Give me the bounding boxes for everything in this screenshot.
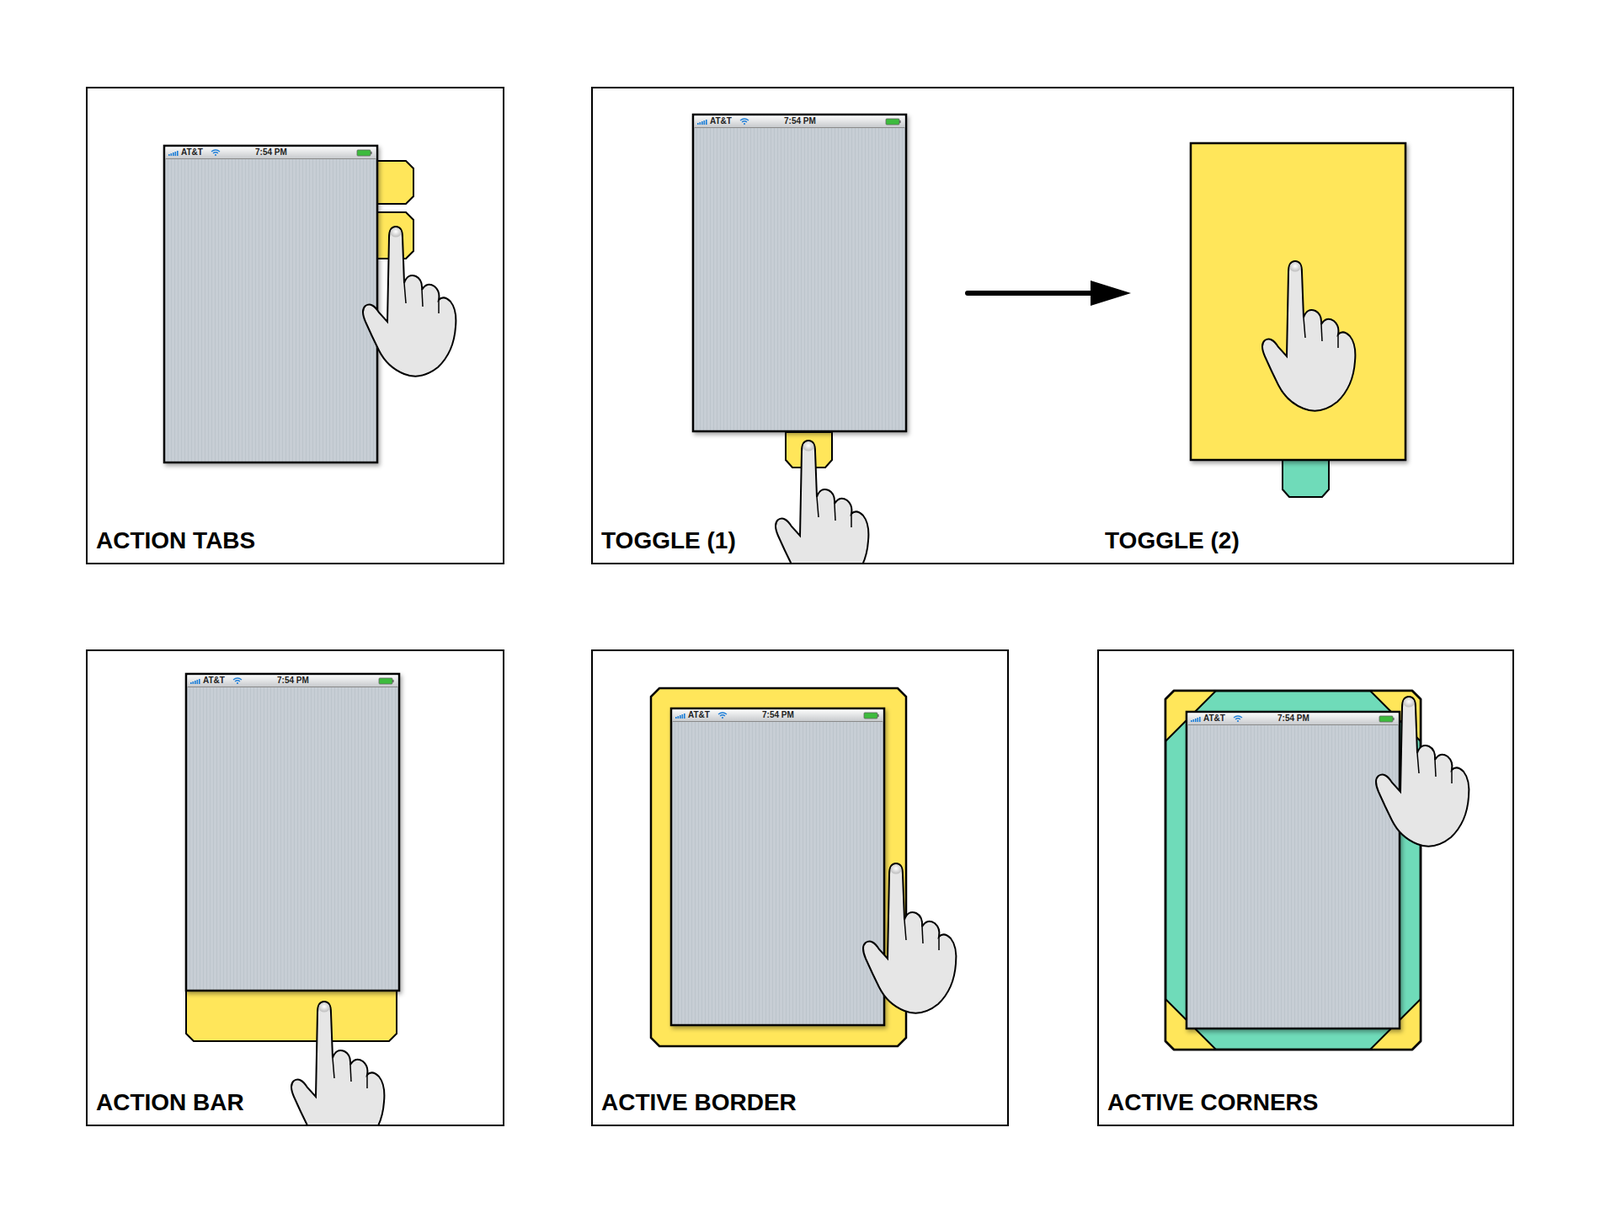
- action-tabs-art: [164, 145, 456, 463]
- svg-use: [362, 226, 456, 377]
- svg-polygon: [1165, 690, 1421, 1050]
- phone-screen: AT&T 7:54 PM: [164, 145, 378, 463]
- svg-use: [1376, 696, 1469, 847]
- active-corners-art: [1165, 690, 1469, 1050]
- action-bar-art: [186, 673, 400, 1126]
- svg-polygon: [1090, 280, 1131, 306]
- panel-frame: ACTIVE BORDER AT&T 7:54 PM: [591, 649, 1009, 1126]
- panel-label: ACTIVE BORDER: [601, 1088, 797, 1116]
- panel-frame: ACTION BAR AT&T 7:54 PM: [85, 649, 505, 1126]
- panel-label: TOGGLE (1): [601, 527, 736, 555]
- carrier-text: AT&T: [1203, 712, 1226, 725]
- panel-label: ACTIVE CORNERS: [1107, 1088, 1318, 1116]
- clock-text: 7:54 PM: [762, 709, 795, 721]
- svg-use: [1262, 261, 1355, 411]
- svg-use: [775, 440, 869, 565]
- panel-label: ACTION TABS: [96, 527, 256, 555]
- panel-frame: ACTIVE CORNERS AT&T 7:54 PM: [1097, 649, 1515, 1126]
- active-border-art: [650, 688, 956, 1046]
- svg-use: [164, 145, 378, 463]
- panel-label: TOGGLE (2): [1104, 527, 1240, 555]
- clock-text: 7:54 PM: [784, 115, 816, 128]
- svg-use: [1186, 711, 1400, 1029]
- clock-text: 7:54 PM: [255, 146, 288, 159]
- panel-frame: ACTION TABS AT&T 7:54 PM: [85, 86, 505, 565]
- clock-text: 7:54 PM: [277, 674, 310, 687]
- svg-polygon: [186, 989, 397, 1041]
- svg-use: [863, 863, 956, 1014]
- svg-polygon: [377, 160, 414, 204]
- clock-text: 7:54 PM: [1277, 712, 1310, 725]
- svg-polygon: [1282, 459, 1329, 497]
- svg-polygon: [650, 688, 907, 1046]
- phone-screen: AT&T 7:54 PM: [693, 114, 907, 432]
- phone-screen: AT&T 7:54 PM: [671, 708, 885, 1025]
- svg-use: [693, 114, 907, 432]
- toggle-art: [693, 114, 1406, 565]
- carrier-text: AT&T: [688, 709, 710, 721]
- svg-use: [186, 673, 400, 991]
- carrier-text: AT&T: [181, 146, 203, 159]
- phone-screen: AT&T 7:54 PM: [186, 673, 400, 991]
- panel-label: ACTION BAR: [96, 1088, 245, 1116]
- svg-rect: [1190, 143, 1406, 460]
- phone-screen: AT&T 7:54 PM: [1186, 711, 1400, 1029]
- svg-line: [967, 290, 1095, 296]
- carrier-text: AT&T: [709, 115, 732, 128]
- svg-polygon: [1165, 690, 1421, 1050]
- panel-frame: TOGGLE (1) TOGGLE (2) AT&T 7:54 PM: [591, 86, 1515, 565]
- svg-use: [291, 1001, 384, 1126]
- carrier-text: AT&T: [202, 674, 225, 687]
- svg-use: [671, 708, 885, 1025]
